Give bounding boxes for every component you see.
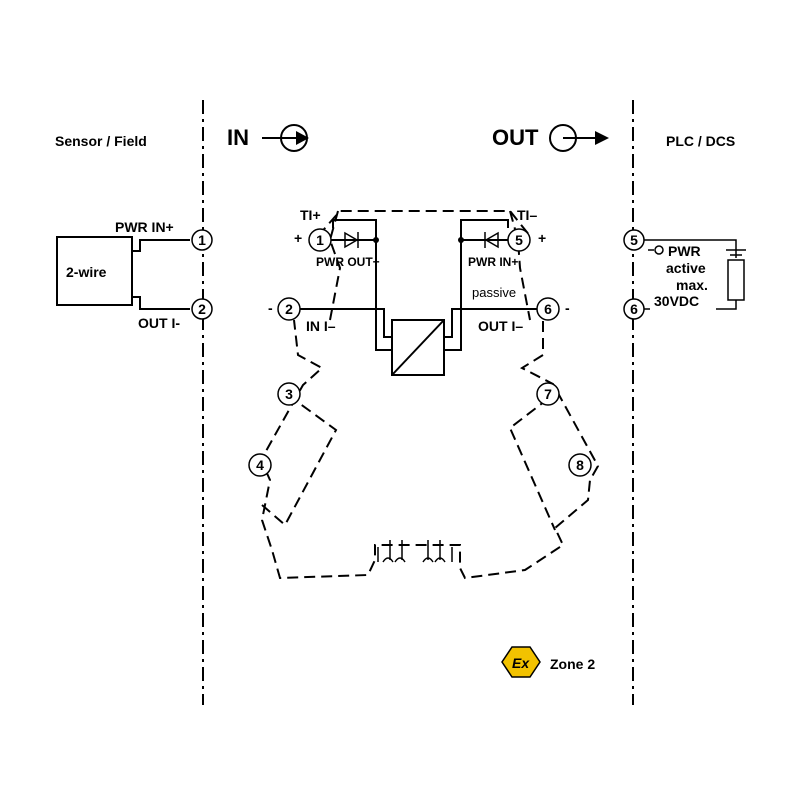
in-arrow-icon <box>262 124 309 152</box>
svg-text:2: 2 <box>198 301 206 317</box>
node-left <box>373 237 379 243</box>
svg-text:6: 6 <box>544 301 552 317</box>
field-out-i-label: OUT I- <box>138 315 180 331</box>
svg-text:4: 4 <box>256 457 264 473</box>
wire-1-diode <box>331 239 392 351</box>
module-inner-left <box>261 394 338 527</box>
svg-text:1: 1 <box>198 232 206 248</box>
diode-right-icon <box>484 231 499 249</box>
svg-text:2: 2 <box>285 301 293 317</box>
field-device-label: 2-wire <box>66 264 107 280</box>
terminal-5: 5 <box>507 228 531 252</box>
svg-text:3: 3 <box>285 386 293 402</box>
out-arrow-icon <box>549 124 609 152</box>
terminal-6: 6 <box>536 297 560 321</box>
ex-symbol: Ex <box>512 655 530 671</box>
terminal-8: 8 <box>568 453 592 477</box>
label-ti-minus: TI– <box>517 207 537 223</box>
field-terminal-1: 1 <box>191 229 213 251</box>
rail-contacts-icon <box>377 540 453 563</box>
svg-text:8: 8 <box>576 457 584 473</box>
label-ti-plus: TI+ <box>300 207 321 223</box>
svg-text:1: 1 <box>316 232 324 248</box>
svg-text:6: 6 <box>630 301 638 317</box>
terminal-3: 3 <box>277 382 301 406</box>
wire-ti-plus <box>332 219 377 240</box>
terminal-2: 2 <box>277 297 301 321</box>
plc-active: active <box>666 260 706 276</box>
plc-voltage: 30VDC <box>654 293 699 309</box>
svg-text:5: 5 <box>630 232 638 248</box>
diode-left-icon <box>344 231 359 249</box>
plc-max: max. <box>676 277 708 293</box>
module-inner-top-right <box>509 210 531 321</box>
field-terminal-2: 2 <box>191 298 213 320</box>
module-inner-right <box>508 397 556 531</box>
module-inner-top-left <box>328 210 342 321</box>
terminal-1: 1 <box>308 228 332 252</box>
label-passive: passive <box>472 285 516 300</box>
svg-text:5: 5 <box>515 232 523 248</box>
field-device-box <box>56 236 133 306</box>
ex-hexagon-icon <box>501 646 541 678</box>
terminal-7: 7 <box>536 382 560 406</box>
label-minus-left: - <box>268 300 273 316</box>
zone-label-in: IN <box>227 125 249 150</box>
label-pwr-out: PWR OUT+ <box>316 255 380 269</box>
field-pwr-in-label: PWR IN+ <box>115 219 174 235</box>
zone-label-plc: PLC / DCS <box>666 133 735 149</box>
label-plus-left: + <box>294 230 302 246</box>
zone-label: Zone 2 <box>550 656 595 672</box>
zone-label-sensor: Sensor / Field <box>55 133 147 149</box>
label-out-i: OUT I– <box>478 318 523 334</box>
wire-ti-minus <box>460 219 509 240</box>
node-right <box>458 237 464 243</box>
label-plus-right: + <box>538 230 546 246</box>
ex-badge: Ex Zone 2 <box>501 646 595 678</box>
label-in-i: IN I– <box>306 318 336 334</box>
plc-terminal-5: 5 <box>623 229 645 251</box>
plc-terminal-6: 6 <box>623 298 645 320</box>
label-minus-right: - <box>565 300 570 316</box>
field-wire-top <box>132 239 190 252</box>
label-pwr-in: PWR IN+ <box>468 255 518 269</box>
field-wire-bottom <box>132 296 190 310</box>
plc-pwr: PWR <box>668 243 701 259</box>
terminal-4: 4 <box>248 453 272 477</box>
wire-2-converter <box>300 308 392 338</box>
svg-text:7: 7 <box>544 386 552 402</box>
wire-6-converter <box>444 308 537 338</box>
plc-source-icon <box>644 239 746 310</box>
zone-label-out: OUT <box>492 125 539 150</box>
isolating-converter <box>391 319 445 376</box>
